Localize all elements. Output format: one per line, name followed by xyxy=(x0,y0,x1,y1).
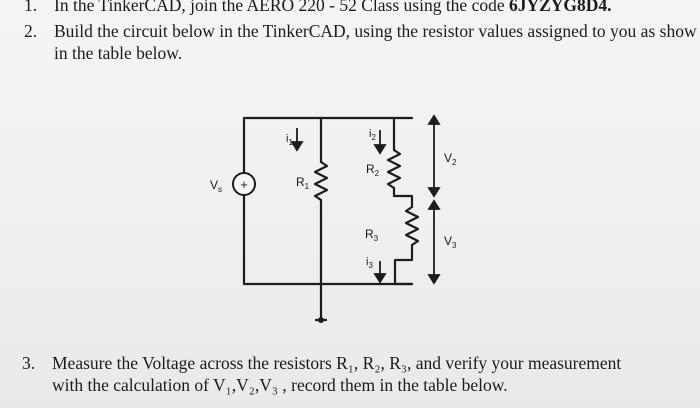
resistor-r1 xyxy=(313,160,329,202)
class-code: 6JYZYG8D4. xyxy=(508,0,612,15)
label-i2: i2 xyxy=(369,128,376,142)
instruction-3-line2: with the calculation of V₁,V₂,V₃ , recor… xyxy=(52,375,508,395)
wire-r2-r3 xyxy=(392,186,414,209)
wire-r3-bottom xyxy=(393,243,414,286)
plus-icon: + xyxy=(240,177,248,192)
resistor-r2 xyxy=(386,148,402,190)
instruction-3-number: 3. xyxy=(22,353,36,373)
label-v2: V2 xyxy=(444,151,457,167)
label-r2: R2 xyxy=(366,162,380,178)
resistor-r3 xyxy=(404,205,420,247)
instruction-1-number: 1. xyxy=(24,0,38,15)
label-vs: Vs xyxy=(210,178,222,194)
label-r3: R3 xyxy=(365,227,379,243)
label-i1: i1 xyxy=(286,133,293,147)
instruction-2-number: 2. xyxy=(24,21,38,41)
label-i3: i3 xyxy=(366,256,373,270)
voltage-source-icon xyxy=(232,172,256,196)
instruction-1-text-before: In the TinkerCAD, join the AERO 220 - 52… xyxy=(54,0,509,15)
instruction-2-line2: in the table below. xyxy=(54,43,183,63)
instruction-1-text: In the TinkerCAD, join the AERO 220 - 52… xyxy=(54,0,612,16)
label-r1: R1 xyxy=(296,175,310,191)
instruction-2-line1: Build the circuit below in the TinkerCAD… xyxy=(54,21,697,41)
label-v3: V3 xyxy=(444,234,457,250)
instruction-3-line1: Measure the Voltage across the resistors… xyxy=(52,353,622,373)
